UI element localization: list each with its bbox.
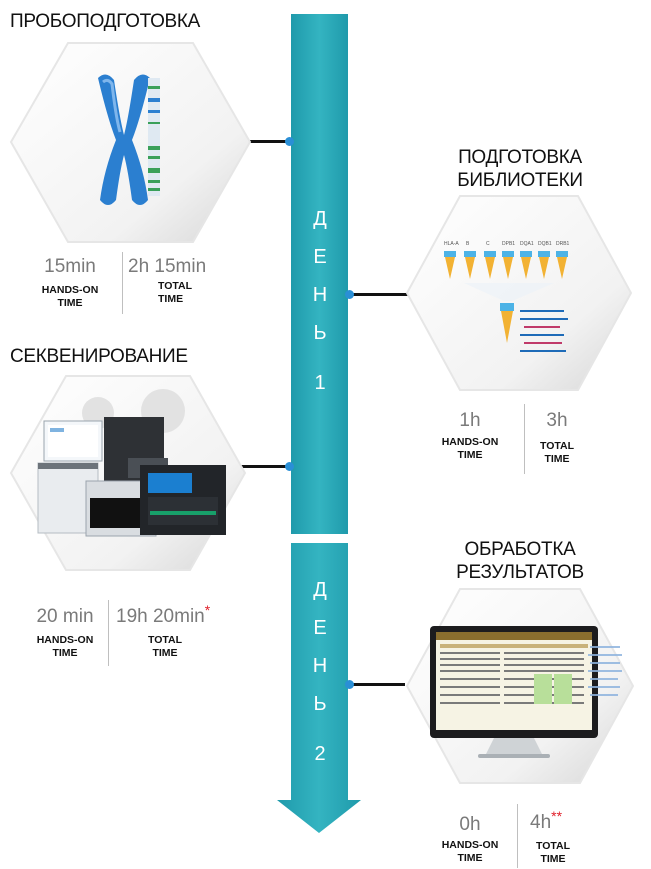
- title-line: ОБРАБОТКА: [464, 539, 576, 560]
- day1-letter: Н: [312, 284, 328, 306]
- label-line: TIME: [457, 449, 483, 461]
- footnote-mark: **: [551, 808, 563, 824]
- sample-prep-hexagon: [8, 40, 253, 245]
- library-prep-hexagon: HLA-A B C DPB1 DQA1 DQB1 DRB1: [404, 193, 634, 393]
- tube-label: B: [466, 241, 470, 247]
- label-line: HANDS-ON: [441, 436, 499, 448]
- tube-label: DQB1: [538, 241, 552, 247]
- tube-label: DRB1: [556, 241, 570, 247]
- title-line: БИБЛИОТЕКИ: [457, 170, 583, 191]
- connector-library-prep: [350, 293, 410, 296]
- label-line: TIME: [152, 647, 178, 659]
- connector-sample-prep: [248, 140, 290, 143]
- hands-on-label: HANDS-ON TIME: [430, 436, 510, 462]
- label-line: TIME: [158, 293, 184, 305]
- hands-on-value: 0h: [459, 814, 481, 835]
- monitor-icon: [430, 626, 598, 758]
- data-stream-icon: [588, 646, 622, 696]
- step-title: СЕКВЕНИРОВАНИЕ: [10, 346, 188, 367]
- label-line: HANDS-ON: [41, 284, 99, 296]
- tube-label: HLA-A: [444, 241, 459, 247]
- label-line: TOTAL: [147, 634, 183, 646]
- day1-number: 1: [314, 372, 326, 394]
- pcr-tubes-icon: [444, 251, 568, 343]
- divider: [108, 600, 109, 666]
- day1-letter: Ь: [313, 322, 327, 344]
- connector-dot: [285, 137, 294, 146]
- hands-on-label: HANDS-ON TIME: [430, 839, 510, 865]
- connector-dot: [345, 290, 354, 299]
- label-line: HANDS-ON: [36, 634, 94, 646]
- analysis-hexagon: [404, 586, 636, 786]
- label-line: TOTAL: [539, 440, 575, 452]
- hands-on-label: HANDS-ON TIME: [20, 634, 110, 660]
- total-label: TOTAL TIME: [532, 440, 582, 466]
- label-line: TOTAL: [535, 840, 571, 852]
- sequencing-hexagon: [8, 373, 248, 573]
- tube-label: DQA1: [520, 241, 534, 247]
- label-line: HANDS-ON: [441, 839, 499, 851]
- day2-letter: Д: [313, 579, 327, 601]
- day2-segment: [277, 543, 361, 833]
- connector-analysis: [350, 683, 405, 686]
- day2-label: Д Е Н Ь 2: [300, 571, 340, 773]
- total-label: TOTAL TIME: [158, 280, 208, 306]
- total-value-text: 4h: [530, 812, 552, 833]
- day2-letter: Е: [313, 617, 327, 639]
- divider: [517, 804, 518, 868]
- divider: [524, 404, 525, 474]
- total-value-text: 19h 20min: [116, 606, 205, 627]
- total-value: 4h**: [530, 808, 600, 834]
- day1-label: Д Е Н Ь 1: [300, 200, 340, 402]
- day1-segment: [291, 14, 348, 534]
- day2-letter: Ь: [313, 693, 327, 715]
- label-line: TIME: [540, 853, 566, 865]
- tube-label: DPB1: [502, 241, 515, 247]
- total-label: TOTAL TIME: [140, 634, 190, 660]
- hands-on-value: 20 min: [36, 606, 94, 627]
- total-value: 3h: [546, 410, 568, 431]
- step-title: ПРОБОПОДГОТОВКА: [10, 11, 201, 32]
- karyotype-band-icon: [148, 78, 160, 196]
- day1-letter: Е: [313, 246, 327, 268]
- tube-labels: HLA-A B C DPB1 DQA1 DQB1 DRB1: [444, 241, 570, 247]
- title-line: РЕЗУЛЬТАТОВ: [456, 562, 584, 583]
- label-line: TIME: [52, 647, 78, 659]
- footnote-mark: *: [204, 602, 211, 618]
- chromosome-icon: [98, 74, 150, 205]
- connector-dot: [345, 680, 354, 689]
- hands-on-label: HANDS-ON TIME: [30, 284, 110, 310]
- connector-dot: [285, 462, 294, 471]
- label-line: TIME: [457, 852, 483, 864]
- total-value: 19h 20min*: [116, 602, 246, 628]
- sequencer-instruments-icon: [37, 417, 226, 537]
- label-line: TIME: [544, 453, 570, 465]
- dna-fragments-icon: [520, 310, 568, 352]
- connector-sequencing: [240, 465, 290, 468]
- step-title: ОБРАБОТКА РЕЗУЛЬТАТОВ: [420, 538, 620, 584]
- tube-label: C: [486, 241, 490, 247]
- step-title: ПОДГОТОВКА БИБЛИОТЕКИ: [420, 146, 620, 192]
- title-line: ПОДГОТОВКА: [458, 147, 582, 168]
- day1-letter: Д: [313, 208, 327, 230]
- label-line: TOTAL: [158, 280, 193, 292]
- day2-number: 2: [314, 743, 326, 765]
- hands-on-value: 1h: [459, 410, 481, 431]
- total-label: TOTAL TIME: [528, 840, 578, 866]
- divider: [122, 252, 123, 314]
- label-line: TIME: [57, 297, 83, 309]
- day2-letter: Н: [312, 655, 328, 677]
- total-value: 2h 15min: [128, 256, 207, 277]
- hands-on-value: 15min: [44, 256, 96, 277]
